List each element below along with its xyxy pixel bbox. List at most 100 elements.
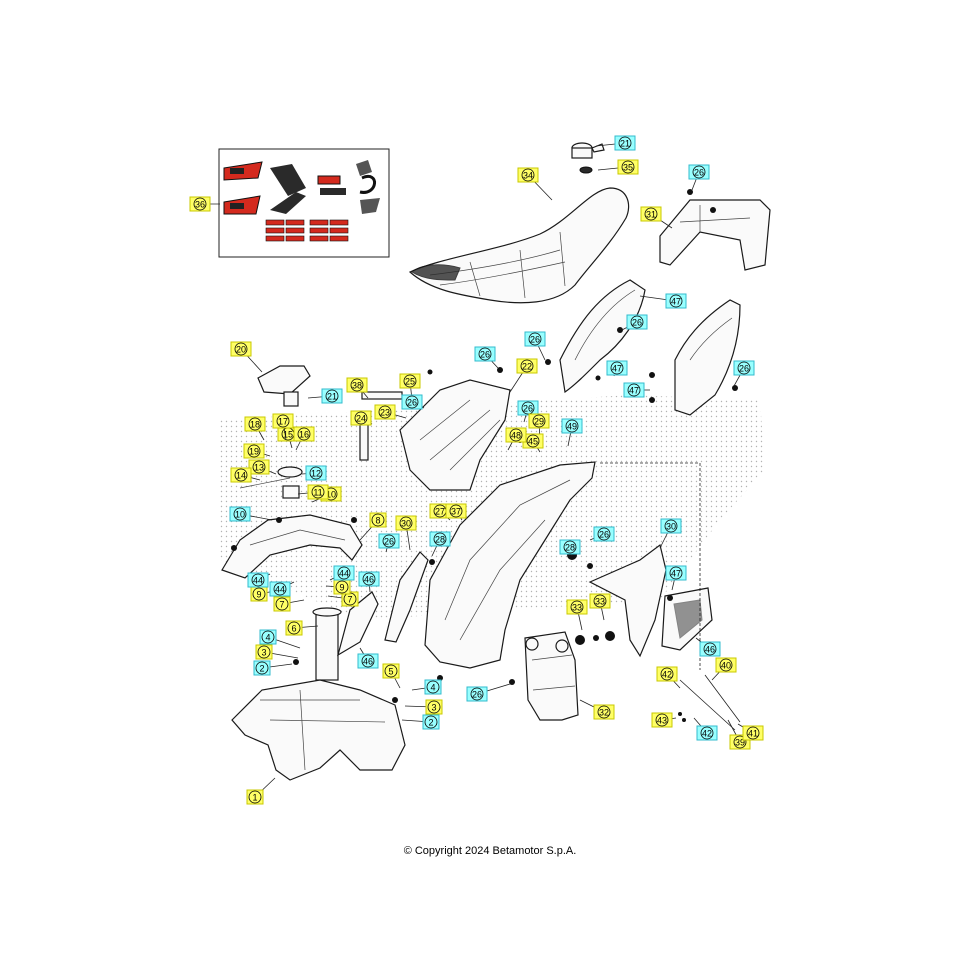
callout-ring — [399, 516, 413, 530]
callout-number: 13 — [254, 463, 264, 473]
fuel-pump-assembly — [239, 466, 303, 499]
callout-number: 26 — [530, 335, 540, 345]
callout-ring — [403, 374, 417, 388]
callout-22: 22 — [509, 358, 538, 393]
callout-box — [253, 660, 271, 676]
callout-ring — [335, 580, 349, 594]
callout-23: 23 — [374, 404, 407, 420]
callout-2: 2 — [401, 714, 440, 730]
callout-ring — [719, 658, 733, 672]
callout-number: 44 — [339, 569, 349, 579]
callout-number: 46 — [364, 575, 374, 585]
callout-box — [369, 512, 387, 528]
callout-ring — [733, 735, 747, 749]
callout-ring — [703, 642, 717, 656]
copyright-notice: © Copyright 2024 Betamotor S.p.A. — [403, 845, 577, 857]
callout-number: 26 — [632, 318, 642, 328]
callout-box — [422, 714, 440, 730]
callout-number: 31 — [646, 210, 656, 220]
heat-shield — [524, 631, 579, 721]
front-shroud — [221, 514, 363, 579]
callout-number: 49 — [567, 422, 577, 432]
reflector-bracket — [678, 674, 741, 731]
callout-ring — [669, 566, 683, 580]
callout-ring — [325, 389, 339, 403]
callout-number: 27 — [435, 507, 445, 517]
callout-10: 10 — [229, 506, 273, 522]
callout-5: 5 — [382, 663, 401, 689]
callout-number: 12 — [311, 469, 321, 479]
callout-ring — [597, 705, 611, 719]
callout-number: 26 — [384, 537, 394, 547]
callout-37: 37 — [445, 503, 467, 521]
side-panel-right — [674, 299, 741, 416]
callout-number: 26 — [407, 398, 417, 408]
fuel-cap-top — [571, 142, 605, 174]
callout-number: 11 — [313, 488, 322, 498]
callout-number: 30 — [401, 519, 411, 529]
callout-number: 46 — [363, 657, 373, 667]
callout-box — [285, 620, 303, 636]
callout-8: 8 — [359, 512, 387, 541]
callout-ring — [655, 713, 669, 727]
callout-ring — [287, 621, 301, 635]
callout-ring — [193, 197, 207, 211]
callout-ring — [660, 667, 674, 681]
callout-number: 26 — [523, 404, 533, 414]
callout-number: 47 — [612, 364, 622, 374]
callout-25: 25 — [399, 373, 421, 401]
callout-ring — [521, 401, 535, 415]
callout-ring — [252, 460, 266, 474]
callout-17: 17 — [272, 413, 294, 441]
callout-44: 44 — [329, 565, 355, 581]
callout-ring — [565, 419, 579, 433]
callout-38: 38 — [346, 377, 369, 399]
callout-ring — [424, 715, 438, 729]
callout-33: 33 — [589, 593, 611, 621]
callout-44: 44 — [269, 581, 295, 597]
callout-26: 26 — [517, 400, 539, 423]
callout-box — [382, 663, 400, 679]
callout-box — [424, 679, 442, 695]
callout-46: 46 — [357, 647, 379, 669]
callout-number: 47 — [671, 569, 681, 579]
callout-ring — [248, 417, 262, 431]
callout-ring — [382, 534, 396, 548]
callout-26: 26 — [474, 346, 499, 369]
callout-ring — [618, 136, 632, 150]
callout-ring — [621, 160, 635, 174]
callout-number: 2 — [259, 664, 264, 674]
callout-number: 7 — [347, 595, 352, 605]
callout-number: 7 — [279, 600, 284, 610]
callout-number: 36 — [195, 200, 205, 210]
callout-24: 24 — [350, 410, 373, 426]
callout-ring — [532, 414, 546, 428]
callout-11: 11 — [297, 484, 329, 500]
fuel-tank — [231, 679, 406, 781]
callout-ring — [378, 405, 392, 419]
callout-ring — [563, 540, 577, 554]
callout-42: 42 — [656, 666, 681, 689]
callout-48: 48 — [505, 427, 527, 451]
callout-number: 6 — [291, 624, 296, 634]
callout-33: 33 — [566, 599, 588, 631]
callout-1: 1 — [246, 777, 276, 805]
callout-32: 32 — [579, 699, 615, 720]
callout-ring — [520, 359, 534, 373]
callout-number: 47 — [671, 297, 681, 307]
callout-31: 31 — [640, 206, 673, 229]
callout-ring — [354, 411, 368, 425]
callout-28: 28 — [559, 539, 581, 557]
callout-number: 22 — [522, 362, 532, 372]
callout-4: 4 — [259, 629, 301, 649]
callout-number: 39 — [735, 738, 745, 748]
callout-26: 26 — [621, 314, 648, 331]
callout-28: 28 — [429, 531, 451, 557]
callout-ring — [234, 468, 248, 482]
callout-ring — [664, 519, 678, 533]
callout-box — [255, 644, 273, 660]
callout-number: 43 — [657, 716, 667, 726]
callout-ring — [470, 687, 484, 701]
callout-number: 26 — [599, 530, 609, 540]
